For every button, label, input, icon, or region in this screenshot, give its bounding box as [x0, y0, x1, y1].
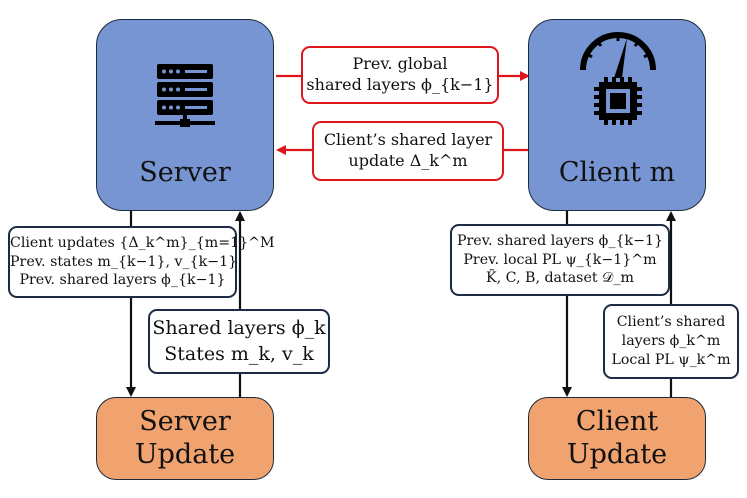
- client-update-line1: Client: [575, 406, 659, 438]
- client-label: Client m: [558, 156, 676, 188]
- msg-server-down-line2: Prev. states m_{k−1}, v_{k−1}: [10, 253, 238, 270]
- server-update-node: Server Update: [96, 397, 274, 480]
- msg-client-down: Prev. shared layers ϕ_{k−1} Prev. local …: [450, 224, 670, 296]
- chip-speedometer-icon: [577, 30, 659, 126]
- msg-client-up-line3: Local PL ψ_k^m: [611, 351, 731, 368]
- msg-client-to-server-line2: update Δ_k^m: [348, 151, 468, 170]
- server-update-line1: Server: [139, 406, 231, 438]
- msg-client-up-line2: layers ϕ_k^m: [621, 333, 721, 350]
- msg-client-up: Client’s shared layers ϕ_k^m Local PL ψ_…: [603, 304, 739, 379]
- msg-server-down-line1: Client updates {Δ_k^m}_{m=1}^M: [10, 234, 275, 251]
- server-label: Server: [139, 156, 231, 188]
- msg-server-down: Client updates {Δ_k^m}_{m=1}^M Prev. sta…: [8, 226, 275, 298]
- server-node: Server: [96, 19, 274, 211]
- client-update-node: Client Update: [528, 397, 706, 480]
- client-update-line2: Update: [566, 438, 668, 470]
- msg-server-up-line2: States m_k, v_k: [164, 342, 314, 365]
- msg-client-down-line1: Prev. shared layers ϕ_{k−1}: [456, 232, 664, 249]
- msg-client-to-server-line1: Client’s shared layer: [323, 130, 493, 150]
- msg-server-up: Shared layers ϕ_k States m_k, v_k: [148, 309, 330, 374]
- msg-client-down-line3: K̃, C, B, dataset 𝒟_m: [486, 270, 634, 287]
- server-rack-icon: [155, 64, 215, 128]
- msg-server-to-client-line2: shared layers ϕ_{k−1}: [306, 75, 494, 94]
- msg-server-down-line3: Prev. shared layers ϕ_{k−1}: [19, 272, 226, 289]
- msg-client-to-server: Client’s shared layer update Δ_k^m: [312, 121, 504, 181]
- msg-client-down-line2: Prev. local PL ψ_{k−1}^m: [463, 251, 657, 268]
- server-update-line2: Update: [134, 438, 236, 470]
- msg-server-to-client-line1: Prev. global: [352, 54, 448, 74]
- msg-server-to-client: Prev. global shared layers ϕ_{k−1}: [301, 46, 499, 104]
- msg-client-up-line1: Client’s shared: [616, 314, 726, 331]
- msg-server-up-line1: Shared layers ϕ_k: [152, 316, 326, 339]
